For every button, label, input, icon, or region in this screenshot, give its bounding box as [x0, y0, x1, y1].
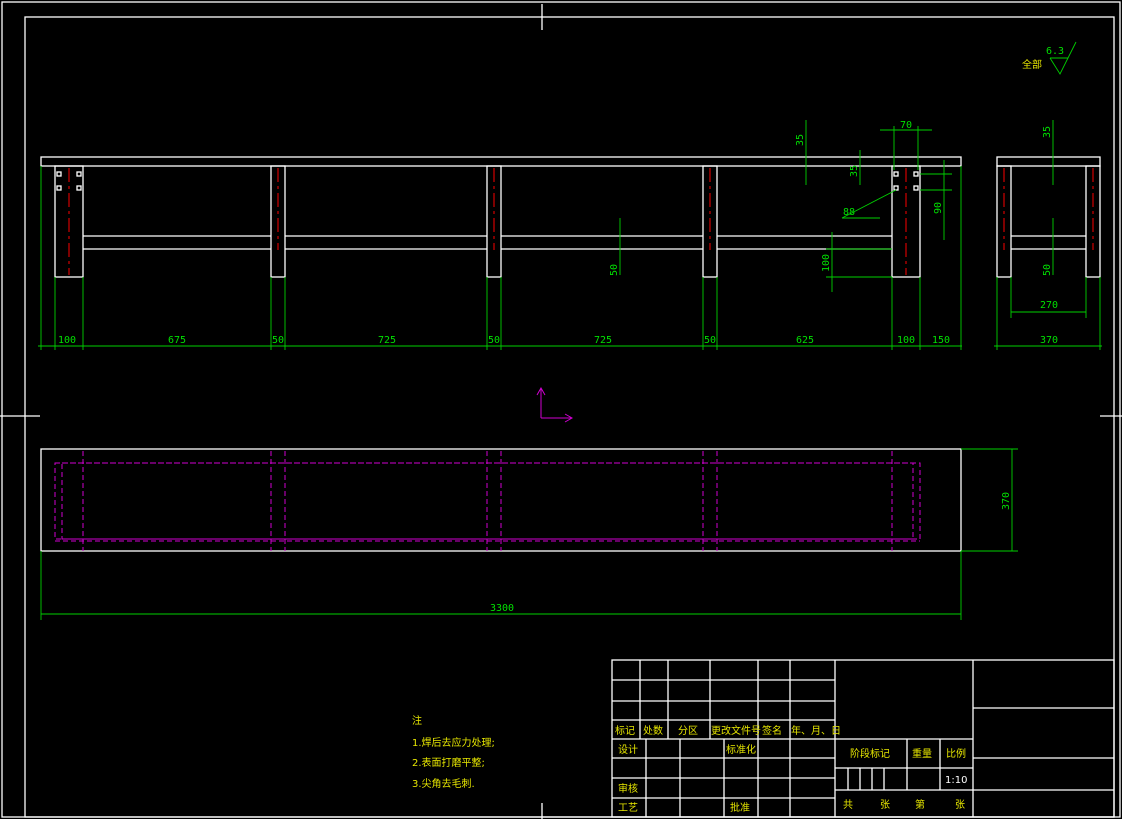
- side-view: 35 50 270 370: [994, 120, 1102, 350]
- tb-review: 审核: [618, 782, 638, 795]
- front-view: [40, 156, 962, 278]
- tb-total: 共: [843, 799, 853, 811]
- leg-left: [54, 165, 84, 278]
- dim-3300: 3300: [490, 603, 514, 614]
- tb-standardize: 标准化: [726, 743, 756, 756]
- top-plate: [40, 156, 962, 167]
- tb-approve: 批准: [730, 801, 750, 814]
- tb-process: 工艺: [618, 802, 638, 814]
- leg-3: [486, 165, 502, 278]
- dim-50-b: 50: [488, 335, 500, 346]
- ucs-axis-icon: [536, 386, 574, 423]
- title-block: 标记 处数 分区 更改文件号 签名 年、月、日 设计 标准化 审核 工艺 批准 …: [611, 659, 1115, 818]
- tb-stage-mark: 阶段标记: [850, 747, 890, 760]
- dim-100-vert: 100: [821, 254, 832, 272]
- tb-sheets-a: 张: [880, 799, 890, 811]
- tb-design: 设计: [618, 743, 638, 756]
- leg-2: [270, 165, 286, 278]
- dim-88: 88: [843, 207, 855, 218]
- dim-675: 675: [168, 335, 186, 346]
- plan-dimensions: 370 3300: [40, 448, 1018, 620]
- dim-100-right: 100: [897, 335, 915, 346]
- tb-page: 第: [915, 798, 925, 811]
- dim-370-plan: 370: [1001, 492, 1012, 510]
- tb-mark: 标记: [615, 725, 635, 737]
- leg-right: [891, 165, 921, 278]
- note-2: 2.表面打磨平整;: [412, 756, 485, 769]
- dim-270: 270: [1040, 300, 1058, 311]
- dim-50-mid: 50: [609, 264, 620, 276]
- notes: 注 1.焊后去应力处理; 2.表面打磨平整; 3.尖角去毛刺.: [412, 714, 495, 790]
- tb-weight: 重量: [912, 747, 932, 760]
- dim-90: 90: [933, 202, 944, 214]
- dim-35-side: 35: [1042, 126, 1053, 138]
- surface-finish-symbol: 6.3 全部: [1022, 41, 1077, 75]
- dim-625: 625: [796, 335, 814, 346]
- dim-370-side: 370: [1040, 335, 1058, 346]
- tb-scale-value: 1:10: [945, 775, 967, 786]
- plan-view: [40, 448, 962, 552]
- dim-100-left: 100: [58, 335, 76, 346]
- front-dimensions: 100 675 50 725 50 725 50 625 100 150 35 …: [38, 120, 962, 350]
- surface-finish-label: 全部: [1022, 58, 1042, 71]
- dim-35-small: 35: [849, 165, 860, 177]
- note-3: 3.尖角去毛刺.: [412, 777, 475, 790]
- surface-finish-value: 6.3: [1046, 46, 1064, 57]
- notes-title: 注: [412, 714, 422, 727]
- tb-signature: 签名: [762, 724, 782, 737]
- tb-scale: 比例: [946, 747, 966, 760]
- tb-count: 处数: [643, 724, 663, 737]
- dim-50-a: 50: [272, 335, 284, 346]
- dim-150: 150: [932, 335, 950, 346]
- leg-4: [702, 165, 718, 278]
- dim-70: 70: [900, 120, 912, 131]
- dim-725-a: 725: [378, 335, 396, 346]
- tb-date: 年、月、日: [791, 724, 841, 737]
- tb-sheets-b: 张: [955, 799, 965, 811]
- dim-50-c: 50: [704, 335, 716, 346]
- dim-35-top: 35: [795, 134, 806, 146]
- note-1: 1.焊后去应力处理;: [412, 736, 495, 749]
- tb-change-doc: 更改文件号: [711, 724, 761, 737]
- inner-border: [24, 16, 1115, 818]
- dim-725-b: 725: [594, 335, 612, 346]
- tb-zone: 分区: [678, 725, 698, 737]
- dim-50-side: 50: [1042, 264, 1053, 276]
